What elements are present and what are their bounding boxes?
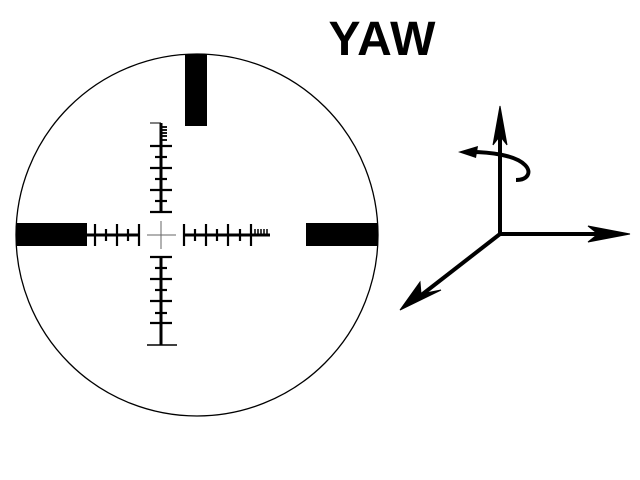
- right-post: [306, 223, 378, 246]
- left-post: [16, 223, 87, 246]
- forward-arrowhead: [399, 280, 442, 311]
- axes-icon: [399, 105, 631, 311]
- reticle-ticks: [87, 122, 270, 346]
- right-arrowhead: [587, 225, 631, 243]
- yaw-rotation-arrow-icon: [458, 146, 531, 182]
- up-arrowhead: [492, 105, 508, 146]
- diagram-title: YAW: [328, 13, 437, 66]
- forward-axis: [413, 232, 502, 302]
- reticle-icon: [15, 53, 379, 417]
- center-cross: [147, 221, 176, 249]
- top-post: [185, 54, 207, 126]
